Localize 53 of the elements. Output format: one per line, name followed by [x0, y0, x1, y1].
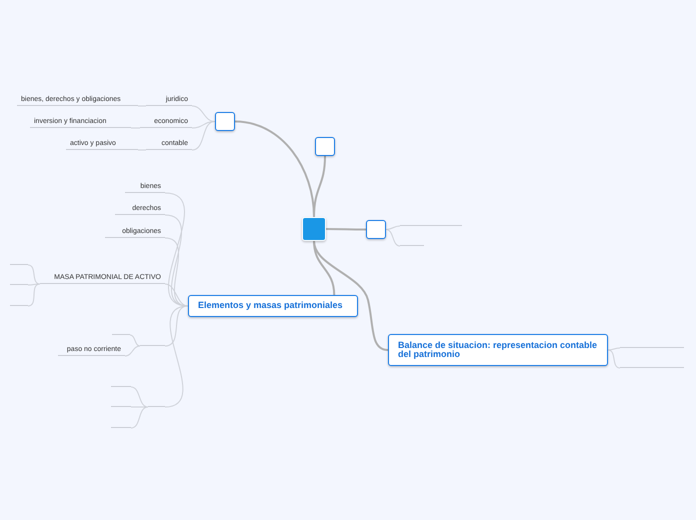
branch-line — [620, 347, 684, 348]
topic-text: Elementos y masas patrimoniales — [198, 301, 343, 311]
branch-topic — [140, 115, 192, 128]
branch-line — [620, 367, 684, 368]
central-topic-box — [302, 217, 326, 241]
connector-line — [192, 106, 216, 122]
connector-line — [164, 306, 188, 408]
branch-topic — [146, 93, 192, 106]
connector-line — [386, 229, 400, 246]
connector-line — [130, 406, 148, 428]
branch-line — [148, 406, 165, 407]
branch-topic — [105, 225, 165, 238]
branch-line — [400, 225, 462, 226]
connector-line — [28, 264, 40, 284]
branch-topic — [17, 93, 138, 106]
branch-line — [10, 284, 28, 285]
connector-line — [130, 386, 148, 408]
connector-line — [164, 284, 188, 306]
branch-line — [111, 386, 131, 387]
connector-line — [313, 240, 388, 351]
branch-line — [112, 334, 130, 335]
branch-topic — [30, 115, 131, 128]
topic-box — [215, 112, 235, 131]
connector-line — [608, 348, 620, 350]
branch-line — [111, 427, 131, 428]
connector-line — [313, 156, 326, 218]
topic-box — [315, 137, 335, 156]
connector-line — [386, 226, 400, 230]
connector-line — [608, 350, 620, 368]
branch-line — [10, 264, 28, 265]
connector-line — [164, 306, 188, 346]
topic-text: Balance de situacion: representacion contable del patrimonio — [398, 340, 598, 360]
branch-topic — [40, 271, 165, 284]
connector-line — [192, 121, 216, 150]
branch-topic — [125, 180, 165, 193]
connector-line — [192, 121, 216, 128]
branch-line — [111, 406, 131, 407]
topic-box — [188, 295, 358, 317]
connector-line — [130, 406, 148, 408]
branch-line — [10, 305, 28, 306]
branch-topic — [66, 137, 138, 150]
connector-line — [28, 284, 40, 286]
topic-box — [366, 220, 386, 239]
branch-line — [400, 245, 424, 246]
topic-box — [388, 334, 608, 366]
branch-topic — [58, 343, 125, 356]
branch-topic — [115, 202, 165, 215]
branch-topic — [146, 137, 192, 150]
connector-line — [28, 284, 40, 306]
connector-line — [130, 334, 140, 346]
branch-line — [140, 345, 165, 346]
connector-line — [124, 346, 140, 356]
connector-line — [326, 228, 366, 230]
